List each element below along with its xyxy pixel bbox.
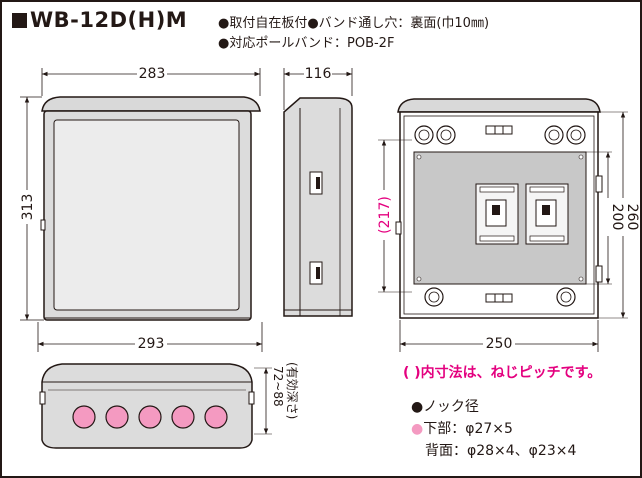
knock-bottom-dot-icon: ● <box>411 421 424 437</box>
front-width-dimension: 283 <box>41 64 261 96</box>
inner-height-200-label: 200 <box>609 204 625 231</box>
interior-view <box>395 98 603 319</box>
effective-depth-dimension: 72~88 (有効深さ) <box>254 362 300 435</box>
front-height-label: 313 <box>20 194 36 221</box>
knockout-1 <box>72 405 96 429</box>
knock-title: ●ノック径 <box>411 399 479 415</box>
knockout-5 <box>204 405 228 429</box>
knockout-4 <box>171 405 195 429</box>
effective-depth-caption: (有効深さ) <box>285 362 300 419</box>
knockout-2 <box>105 405 129 429</box>
front-view <box>40 96 261 321</box>
side-view <box>283 97 353 317</box>
screw-pitch-label: (217) <box>377 196 393 234</box>
bottom-width-dimension: 293 <box>37 322 263 352</box>
inner-height-260-label: 260 <box>624 204 640 231</box>
pitch-note: ( )内寸法は、ねじピッチです。 <box>403 365 602 381</box>
bottom-view <box>39 363 255 449</box>
bottom-width-label: 293 <box>138 336 165 352</box>
front-height-dimension: 313 <box>19 96 44 321</box>
front-width-label: 283 <box>139 66 166 82</box>
interior-height-dimensions: 200 260 <box>586 111 640 319</box>
title-square-icon <box>12 13 27 28</box>
interior-width-label: 250 <box>486 336 513 352</box>
knock-back-label: 背面： <box>425 443 467 459</box>
knock-bottom-row: ●下部：φ27×5 <box>411 418 513 438</box>
effective-depth-value: 72~88 <box>271 366 285 407</box>
knockout-3 <box>138 405 162 429</box>
model-title: WB-12D(H)M <box>12 8 187 32</box>
spec-line-1: ●取付自在板付●バンド通し穴：裏面(巾10㎜) <box>218 16 490 31</box>
knock-back-value: φ28×4、φ23×4 <box>467 443 577 459</box>
knock-back-row: 背面：φ28×4、φ23×4 <box>425 440 576 460</box>
spec-line-2: ●対応ポールバンド：POB-2F <box>218 36 395 51</box>
knock-bottom-value: φ27×5 <box>465 421 513 437</box>
side-depth-dimension: 116 <box>283 64 353 110</box>
knock-bottom-label: 下部： <box>423 421 466 437</box>
side-depth-label: 116 <box>305 66 332 82</box>
screw-pitch-dimension: (217) <box>375 139 412 293</box>
interior-width-dimension: 250 <box>399 320 599 352</box>
